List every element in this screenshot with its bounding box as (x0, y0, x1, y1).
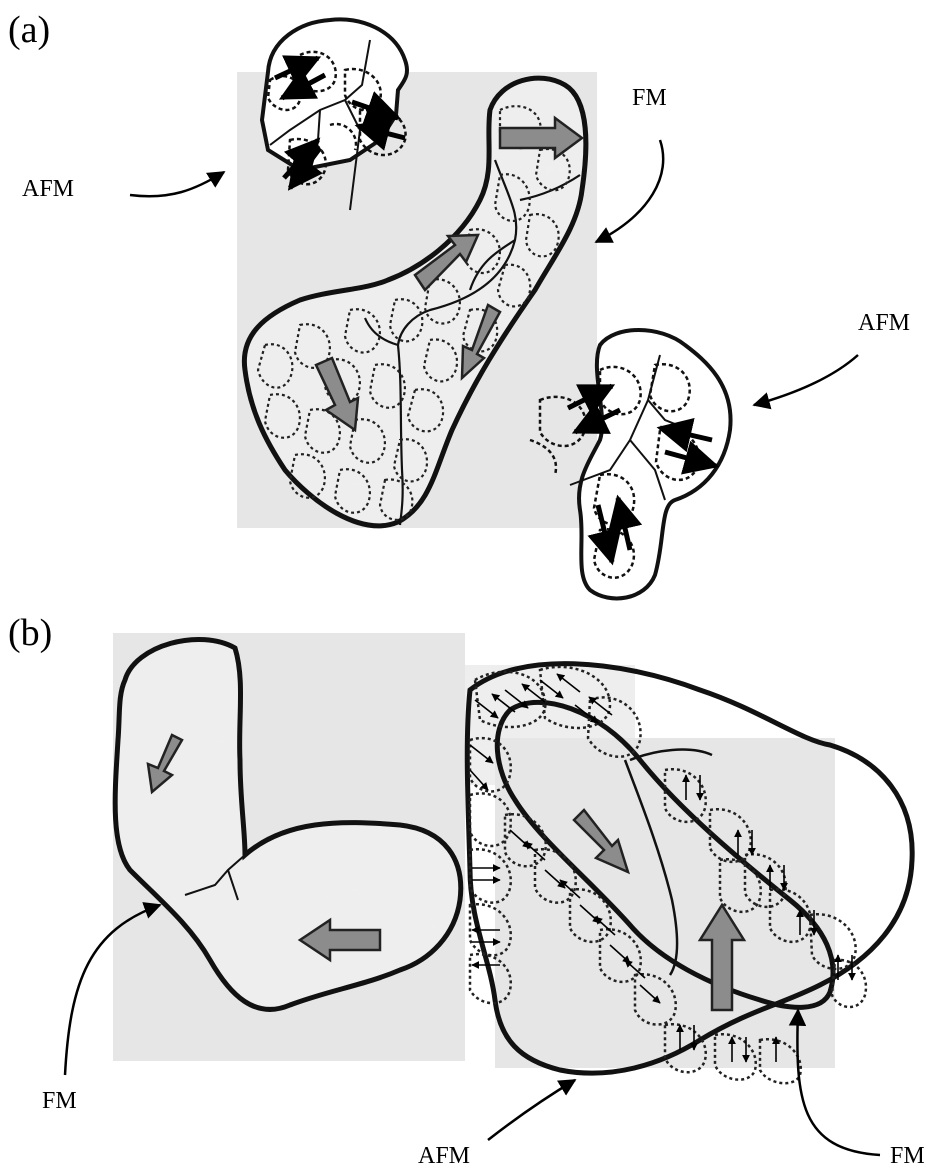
curved-pointer-arrow-icon (596, 140, 663, 242)
fm-label-a: FM (632, 85, 667, 111)
afm-label-b: AFM (418, 1143, 470, 1169)
curved-pointer-arrow-icon (754, 355, 858, 405)
curved-pointer-arrow-icon (130, 172, 224, 196)
panel-b-label: (b) (8, 612, 52, 654)
afm-label-a-left: AFM (22, 176, 74, 202)
panel-a: (a) (8, 9, 910, 598)
curved-pointer-arrow-icon (488, 1080, 575, 1140)
afm-label-a-right: AFM (858, 310, 910, 336)
panel-a-label: (a) (8, 9, 50, 51)
panel-b: (b) (8, 612, 925, 1169)
fm-label-b-right: FM (890, 1143, 925, 1169)
fm-label-b-left: FM (42, 1088, 77, 1114)
